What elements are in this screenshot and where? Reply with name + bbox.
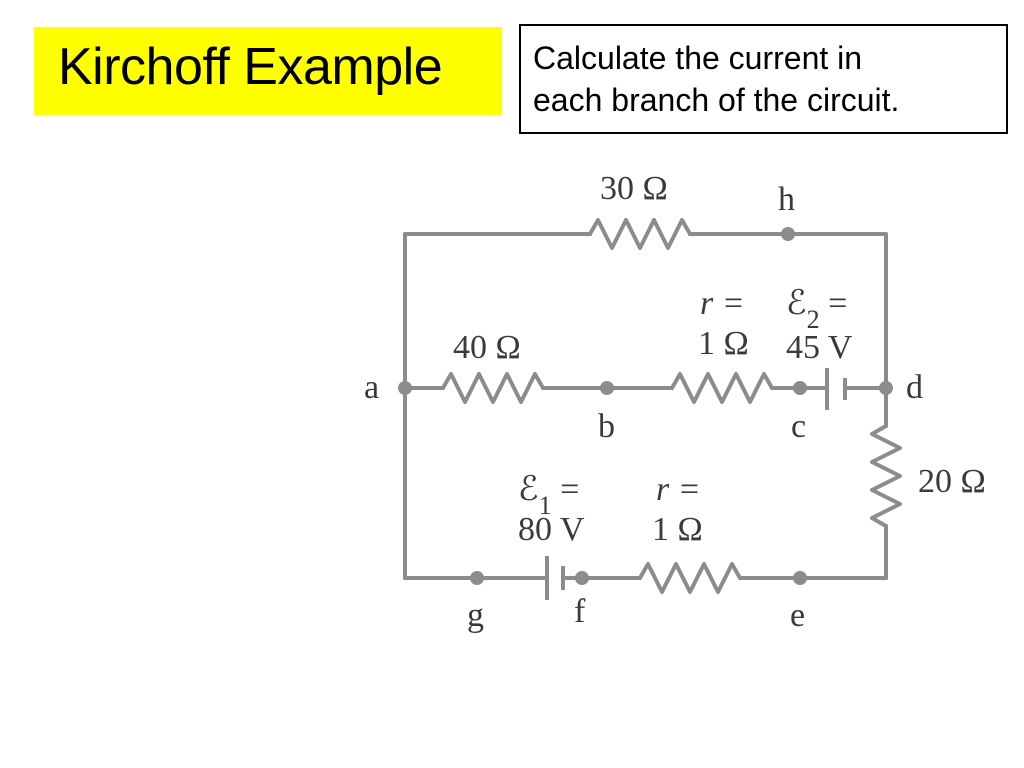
node-b-dot <box>600 381 614 395</box>
label-node-g: g <box>467 597 484 634</box>
node-f-dot <box>575 571 589 585</box>
slide-title: Kirchoff Example <box>58 38 443 96</box>
label-node-h: h <box>778 181 795 218</box>
label-emf2: ℰ2 = <box>786 285 847 334</box>
node-h-dot <box>781 227 795 241</box>
node-a-dot <box>398 381 412 395</box>
problem-statement-box: Calculate the current in each branch of … <box>519 24 1008 134</box>
label-node-a: a <box>364 369 379 406</box>
label-20-ohm: 20 Ω <box>918 463 986 500</box>
resistor-20-ohm <box>870 424 902 528</box>
node-d-dot <box>879 381 893 395</box>
label-r-top-line1: r = <box>700 285 745 322</box>
resistor-30-ohm <box>588 218 692 250</box>
label-30-ohm: 30 Ω <box>600 170 668 207</box>
label-node-b: b <box>598 408 615 445</box>
title-banner: Kirchoff Example <box>34 27 502 115</box>
resistor-internal-top <box>670 372 774 404</box>
wire-top-right <box>688 232 888 390</box>
label-r-bottom-line2: 1 Ω <box>652 511 703 548</box>
resistor-40-ohm <box>441 372 545 404</box>
node-g-dot <box>470 571 484 585</box>
label-node-f: f <box>574 593 586 630</box>
label-node-d: d <box>906 369 923 406</box>
node-e-dot <box>793 571 807 585</box>
label-node-c: c <box>791 408 806 445</box>
resistor-internal-bottom <box>638 562 742 594</box>
label-emf1: ℰ1 = <box>518 471 579 520</box>
problem-statement-line-2: each branch of the circuit. <box>533 82 900 118</box>
label-node-e: e <box>790 597 805 634</box>
problem-statement-line-1: Calculate the current in <box>533 40 863 76</box>
label-r-bottom-line1: r = <box>656 471 701 508</box>
label-r-top-line2: 1 Ω <box>698 325 749 362</box>
label-40-ohm: 40 Ω <box>453 329 521 366</box>
label-emf1-value: 80 V <box>518 511 585 548</box>
label-emf2-value: 45 V <box>786 329 853 366</box>
node-c-dot <box>793 381 807 395</box>
